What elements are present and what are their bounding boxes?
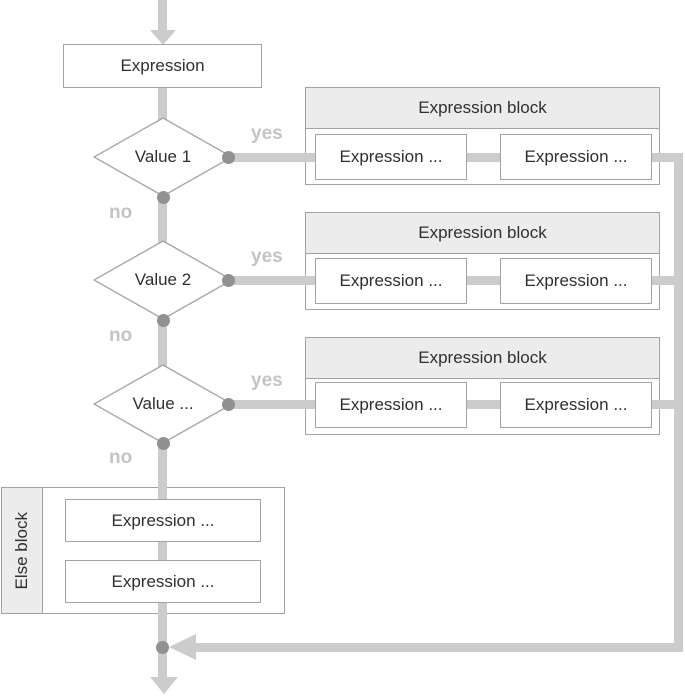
decision-label-1: Value 1 — [134, 147, 192, 166]
block-3-expression-box-1: Expression ... — [315, 382, 467, 428]
entry-line — [158, 0, 167, 30]
decision-diamond-2: Value 2 — [93, 240, 233, 320]
start-expression-box: Expression — [63, 44, 262, 88]
expression-block-2-header: Expression block — [306, 213, 659, 254]
entry-arrowhead-icon — [150, 30, 176, 45]
no-label-2: no — [109, 325, 133, 346]
block-3-expression-box-2: Expression ... — [500, 382, 652, 428]
else-expression-box-2: Expression ... — [65, 560, 261, 603]
block-2-expression-box-2: Expression ... — [500, 258, 652, 304]
decision-label-3: Value ... — [132, 394, 194, 413]
else-block-label-band: Else block — [2, 488, 43, 613]
line-expression-to-d1 — [158, 86, 167, 120]
expression-block-3-header: Expression block — [306, 338, 659, 379]
line-d2-to-d3 — [158, 317, 167, 368]
else-block-title: Else block — [12, 511, 31, 590]
exit-arrowhead-icon — [150, 677, 178, 694]
junction-dot-d3-no — [157, 437, 170, 450]
junction-dot-d2-yes — [222, 274, 235, 287]
block-1-expression-box-1: Expression ... — [315, 134, 467, 180]
block-2-expression-box-1: Expression ... — [315, 258, 467, 304]
junction-dot-d1-yes — [222, 151, 235, 164]
decision-diamond-3: Value ... — [93, 364, 233, 444]
no-label-1: no — [109, 202, 133, 223]
line-d1-to-d2 — [158, 194, 167, 244]
expression-block-1-header: Expression block — [306, 88, 659, 129]
no-label-3: no — [109, 447, 133, 468]
yes-label-1: yes — [251, 123, 283, 144]
junction-dot-d3-yes — [222, 398, 235, 411]
else-expression-box-1: Expression ... — [65, 499, 261, 542]
right-merge-line — [674, 153, 683, 652]
yes-label-3: yes — [251, 370, 283, 391]
return-arrowhead-icon — [169, 634, 196, 660]
junction-dot-merge — [156, 641, 169, 654]
return-line — [196, 643, 683, 652]
block-1-expression-box-2: Expression ... — [500, 134, 652, 180]
decision-label-2: Value 2 — [134, 270, 192, 289]
junction-dot-d2-no — [157, 314, 170, 327]
junction-dot-d1-no — [157, 191, 170, 204]
exit-line — [158, 647, 167, 677]
decision-diamond-1: Value 1 — [93, 117, 233, 197]
yes-label-2: yes — [251, 246, 283, 267]
line-d3-to-junction — [158, 441, 167, 647]
